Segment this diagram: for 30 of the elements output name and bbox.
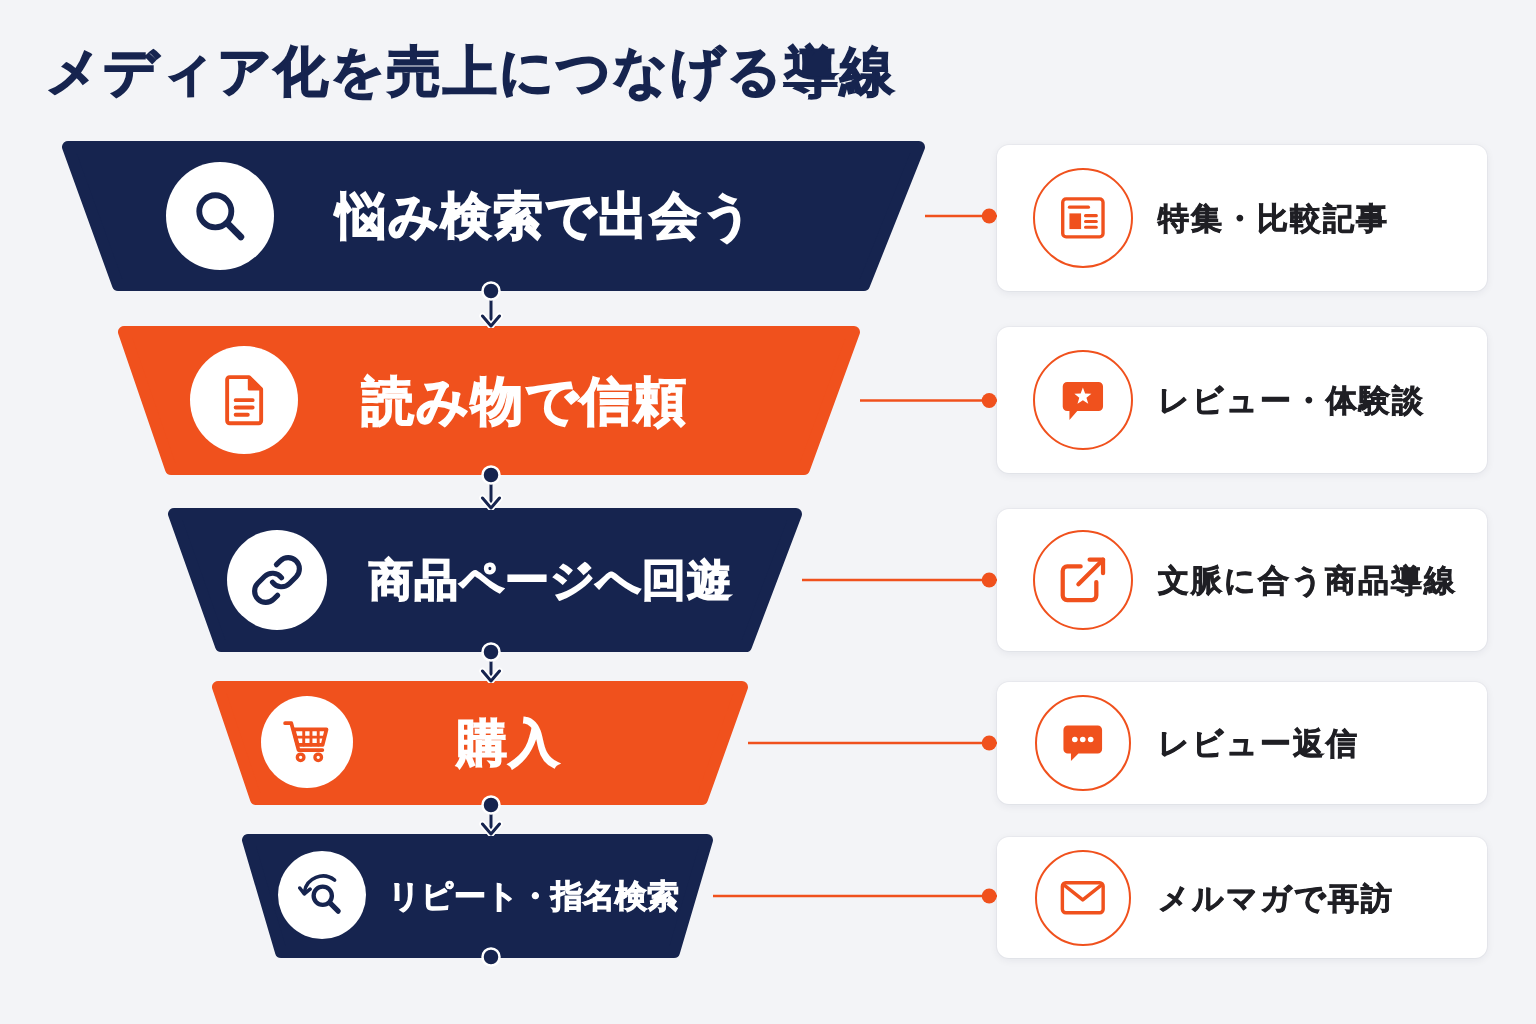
funnel-stage — [62, 141, 925, 291]
card-label: 特集・比較記事 — [1158, 198, 1389, 238]
funnel-stage — [118, 326, 860, 475]
card-label: レビュー・体験談 — [1158, 380, 1425, 420]
stage-label: 購入 — [457, 713, 561, 773]
info-card — [997, 145, 1487, 291]
flow-arrow — [479, 281, 503, 330]
diagram-title: メディア化を売上につなげる導線 — [46, 40, 896, 105]
flow-arrow — [479, 465, 503, 512]
info-card — [997, 509, 1487, 651]
info-card — [997, 682, 1487, 804]
funnel-stage — [242, 834, 713, 958]
connector-line — [802, 572, 997, 588]
funnel-stage — [212, 681, 748, 805]
connector-line — [860, 393, 997, 408]
card-label: メルマガで再訪 — [1158, 878, 1394, 917]
connector-line — [748, 735, 997, 751]
card-label: 文脈に合う商品導線 — [1158, 560, 1457, 600]
stage-label: 悩み検索で出会う — [335, 186, 755, 246]
info-card — [997, 837, 1487, 958]
funnel-stage — [168, 508, 802, 652]
stage-label: 商品ページへ回遊 — [368, 553, 732, 607]
card-label: レビュー返信 — [1158, 723, 1359, 763]
flow-arrow — [479, 642, 503, 685]
connector-line — [713, 888, 997, 904]
info-card — [997, 327, 1487, 473]
connector-line — [925, 208, 997, 224]
flow-arrow — [479, 795, 503, 838]
stage-label: 読み物で信頼 — [362, 369, 688, 432]
stage-label: リピート・指名検索 — [387, 876, 679, 916]
